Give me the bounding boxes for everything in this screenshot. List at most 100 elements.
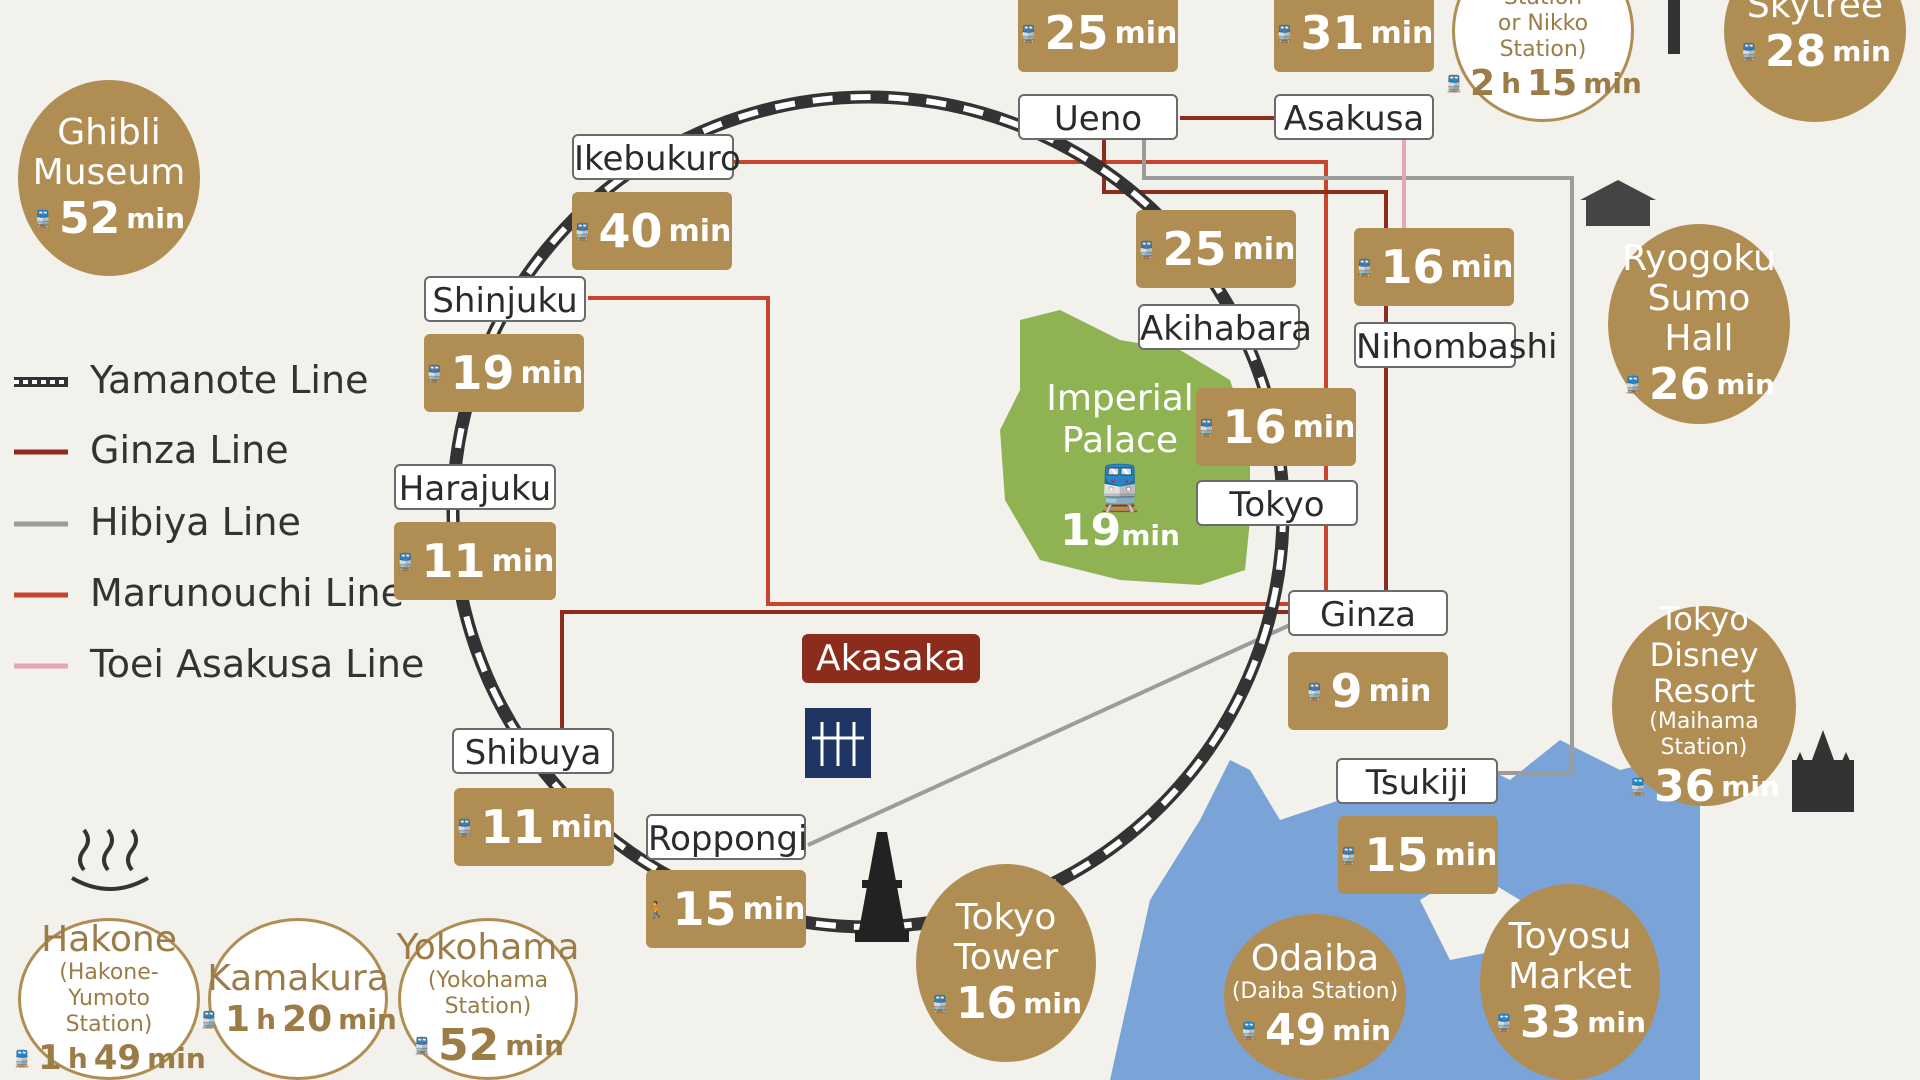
- time-value: 31: [1300, 6, 1365, 60]
- destination-sub: Station): [65, 1012, 153, 1037]
- destination-nikko[interactable]: (Tobu Nikko Station or Nikko Station) 🚆2…: [1444, 0, 1642, 122]
- train-icon: 🚆: [1018, 23, 1039, 43]
- legend-label: Ginza Line: [90, 428, 289, 472]
- station-roppongi[interactable]: Roppongi: [646, 814, 807, 860]
- legend-hibiya: Hibiya Line: [14, 500, 301, 544]
- legend-label: Yamanote Line: [90, 358, 369, 402]
- time-value: 33: [1519, 996, 1582, 1048]
- station-tokyo[interactable]: Tokyo: [1196, 480, 1358, 526]
- legend-label: Toei Asakusa Line: [90, 642, 425, 686]
- time-value: 25: [1044, 6, 1109, 60]
- station-ikebukuro[interactable]: Ikebukuro: [572, 134, 741, 180]
- train-icon: 🚆: [1136, 239, 1157, 259]
- time-value: 26: [1648, 358, 1711, 410]
- destination-sub: (Maihama Station): [1649, 708, 1759, 760]
- train-icon: 🚆: [199, 1009, 220, 1029]
- time-hours: 2: [1470, 62, 1496, 104]
- time-unit: min: [147, 1041, 206, 1075]
- hotel-logo-icon: [805, 708, 871, 778]
- destination-name: Skytree: [1746, 0, 1884, 26]
- marunouchi-line: [588, 296, 1290, 606]
- time-unit: min: [505, 1028, 564, 1062]
- hour-unit: h: [256, 1002, 277, 1036]
- station-harajuku[interactable]: Harajuku: [394, 464, 556, 510]
- station-ueno[interactable]: Ueno: [1018, 94, 1178, 140]
- legend-marunouchi: Marunouchi Line: [14, 571, 404, 615]
- destination-sub: (Yokohama Station): [427, 967, 549, 1019]
- time-unit: min: [1368, 673, 1432, 709]
- time-unit: min: [1023, 986, 1082, 1020]
- train-icon: 🚆: [1354, 257, 1375, 277]
- station-shinjuku[interactable]: Shinjuku: [424, 276, 586, 322]
- train-icon: 🚆: [412, 1035, 432, 1055]
- time-unit: min: [491, 543, 555, 579]
- palace-name-line2: Palace: [1061, 420, 1179, 461]
- station-nihombashi[interactable]: Nihombashi: [1354, 322, 1557, 368]
- destination-name: Tower: [953, 936, 1059, 978]
- destination-name: Hakone: [41, 919, 177, 960]
- time-unit: min: [1114, 15, 1178, 51]
- skytree-icon: [1668, 0, 1680, 54]
- destination-name: Ghibli: [57, 111, 161, 153]
- destination-name: Disney Resort: [1649, 635, 1759, 710]
- time-value: 36: [1653, 760, 1716, 812]
- station-shibuya[interactable]: Shibuya: [452, 728, 614, 774]
- legend-toei-asakusa: Toei Asakusa Line: [14, 642, 424, 686]
- destination-sub: or Nikko Station): [1497, 10, 1589, 62]
- station-akihabara[interactable]: Akihabara: [1138, 304, 1312, 350]
- station-tsukiji[interactable]: Tsukiji: [1336, 758, 1498, 804]
- time-value: 52: [437, 1019, 500, 1071]
- time-unit: min: [1583, 66, 1642, 100]
- train-icon: 🚆: [1274, 23, 1295, 43]
- time-minutes: 15: [1527, 62, 1578, 104]
- time-hours: 1: [38, 1038, 62, 1078]
- train-icon: 🚆: [930, 993, 950, 1013]
- train-icon: 🚆: [395, 551, 416, 571]
- train-icon: 🚆: [12, 1048, 33, 1068]
- destination-name: Toyosu: [1508, 915, 1632, 957]
- palace-time: 19: [1060, 505, 1122, 556]
- hibiya-line: [1142, 140, 1574, 775]
- destination-name: Kamakura: [207, 957, 389, 999]
- sumo-hall-icon: [1580, 180, 1656, 226]
- time-value: 9: [1330, 664, 1363, 718]
- train-icon: 🚆: [1196, 417, 1217, 437]
- destination-name: Yokohama: [396, 926, 580, 968]
- train-icon: 🚆: [1628, 776, 1648, 796]
- time-value: 11: [480, 800, 545, 854]
- station-asakusa[interactable]: Asakusa: [1274, 94, 1434, 140]
- time-hours: 1: [225, 998, 251, 1040]
- destination-name: Sumo Hall: [1647, 277, 1751, 359]
- station-ginza[interactable]: Ginza: [1288, 590, 1448, 636]
- time-unit: min: [1721, 769, 1780, 803]
- destination-tokyo-disney-resort[interactable]: Tokyo Disney Resort (Maihama Station) 🚆3…: [1612, 601, 1796, 812]
- destination-name: Tokyo: [955, 896, 1057, 938]
- time-value: 49: [1264, 1004, 1327, 1056]
- district-akasaka: Akasaka: [802, 634, 980, 683]
- destination-name: Tokyo: [1659, 599, 1749, 638]
- destination-sub: (Tobu Nikko Station: [1455, 0, 1631, 11]
- train-icon: 🚆: [1494, 1012, 1514, 1032]
- time-value: 11: [421, 534, 486, 588]
- train-icon: 🚆: [1623, 374, 1643, 394]
- train-icon: 🚆: [572, 221, 593, 241]
- time-unit: min: [742, 891, 806, 927]
- time-unit: min: [1370, 15, 1434, 51]
